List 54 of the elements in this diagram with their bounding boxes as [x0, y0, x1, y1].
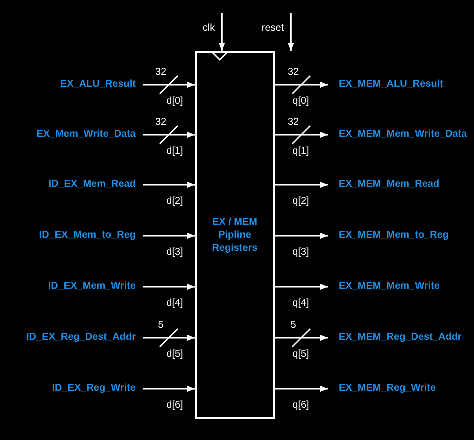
pin-name: d[3] — [166, 247, 184, 259]
bus-width-label: 32 — [155, 67, 167, 79]
arrow — [275, 334, 328, 342]
arrow — [143, 82, 195, 88]
signal-name: EX_ALU_Result — [60, 79, 136, 91]
pin-name: d[5] — [166, 349, 184, 361]
signal-name: ID_EX_Mem_Read — [48, 179, 136, 191]
pin-name: d[2] — [166, 196, 184, 208]
arrow — [288, 13, 294, 51]
arrow — [143, 132, 195, 138]
arrow — [143, 232, 195, 240]
signal-name: EX_MEM_ALU_Result — [339, 79, 444, 91]
bus-width-label: 32 — [155, 117, 167, 129]
signal-name: EX_MEM_Reg_Write — [339, 383, 436, 395]
signal-name: ID_EX_Reg_Dest_Addr — [26, 332, 136, 344]
arrow — [275, 132, 328, 138]
signal-name: EX_MEM_Reg_Dest_Addr — [339, 332, 462, 344]
bus-width-label: 5 — [158, 320, 164, 332]
arrow — [275, 82, 328, 88]
pin-name: q[4] — [292, 298, 310, 310]
pin-name: q[6] — [292, 400, 310, 412]
signal-name: EX_Mem_Write_Data — [36, 129, 136, 141]
pin-name: q[3] — [292, 247, 310, 259]
bus-width-label: 32 — [288, 117, 300, 129]
pin-name: q[2] — [292, 196, 310, 208]
signal-name: ID_EX_Reg_Write — [52, 383, 136, 395]
signal-name: EX_MEM_Mem_to_Reg — [339, 230, 450, 242]
register-block — [195, 51, 275, 419]
arrow — [143, 386, 195, 392]
pin-name: d[6] — [166, 400, 184, 412]
pin-name: q[1] — [292, 146, 310, 158]
signal-name: ID_EX_Mem_to_Reg — [39, 230, 136, 242]
arrow — [275, 386, 328, 392]
bus-width-label: 32 — [288, 67, 300, 79]
pin-name: d[4] — [166, 298, 184, 310]
clock-signal-name: clk — [202, 23, 216, 35]
arrow — [143, 284, 195, 290]
signal-name: EX_MEM_Mem_Write — [339, 281, 440, 293]
signal-name: EX_MEM_Mem_Write_Data — [339, 129, 468, 141]
arrow — [218, 13, 226, 51]
pin-name: q[0] — [292, 96, 310, 108]
signal-name: ID_EX_Mem_Write — [48, 281, 136, 293]
block-title: EX / MEM Pipline Registers — [211, 216, 259, 254]
signal-name: EX_MEM_Mem_Read — [339, 179, 440, 191]
arrow — [143, 182, 195, 188]
arrow — [275, 182, 328, 188]
arrow — [143, 334, 195, 342]
arrow — [275, 232, 328, 240]
pin-name: d[0] — [166, 96, 184, 108]
arrow — [275, 284, 328, 290]
pin-name: q[5] — [292, 349, 310, 361]
bus-width-label: 5 — [290, 320, 296, 332]
pin-name: d[1] — [166, 146, 184, 158]
reset-signal-name: reset — [262, 23, 284, 35]
